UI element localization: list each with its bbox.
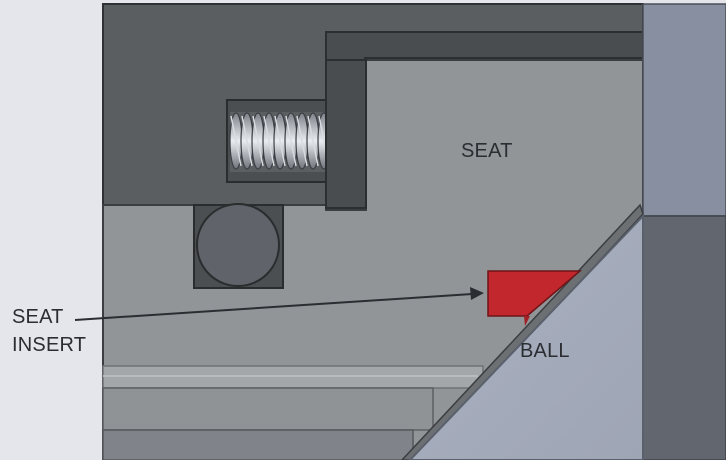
- ball: [408, 213, 644, 460]
- seat-insert-arrowhead: [470, 287, 484, 300]
- seat-insert-label-line2: INSERT: [12, 334, 86, 356]
- right-housing-lower: [642, 215, 726, 460]
- seat-insert-tip: [524, 316, 530, 326]
- ball-label: BALL: [520, 340, 570, 362]
- seat-label: SEAT: [461, 140, 513, 162]
- seat-chamfer-edge: [400, 203, 644, 460]
- seat-insert-label-line1: SEAT: [12, 306, 64, 328]
- spring-retainer-wall: [325, 59, 367, 209]
- lower-body-base: [102, 429, 414, 460]
- right-housing-upper: [642, 3, 726, 217]
- seat-insert-leader-line: [74, 293, 473, 321]
- lower-body-step: [102, 387, 434, 431]
- o-ring-icon: [196, 203, 280, 287]
